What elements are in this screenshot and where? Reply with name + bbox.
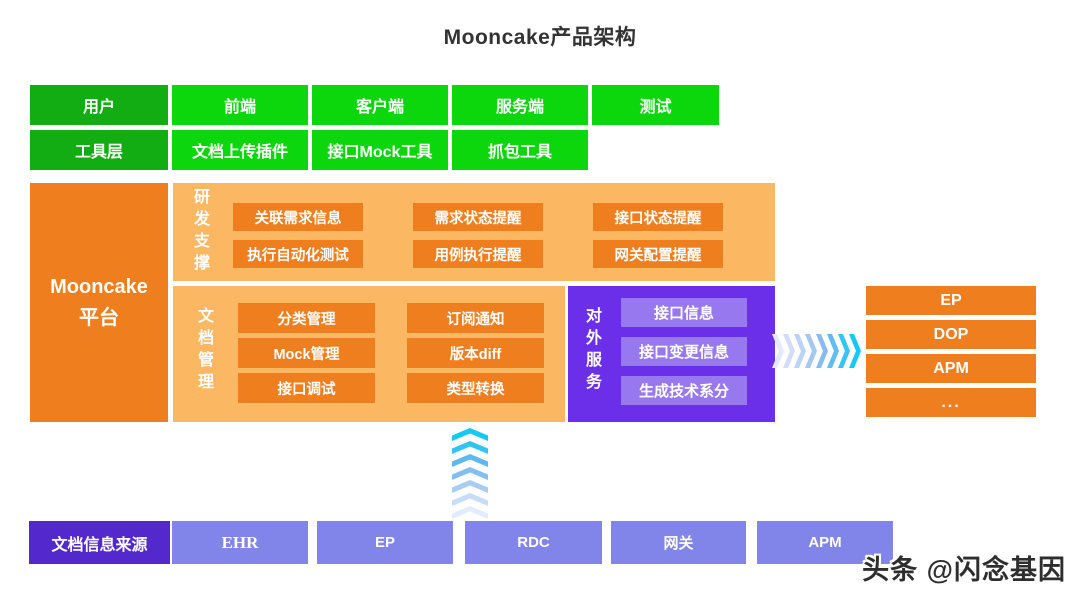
chevron-right-icon: [772, 334, 784, 368]
chevron-up-icon: [452, 428, 488, 441]
user-layer-label: 用户: [30, 85, 168, 125]
platform-block: Mooncake 平台: [30, 183, 168, 422]
chevron-right-icon: [849, 334, 861, 368]
user-item-test: 测试: [592, 85, 719, 125]
user-item-server: 服务端: [452, 85, 588, 125]
doc-manage-item: 分类管理: [238, 303, 375, 333]
user-item-frontend: 前端: [172, 85, 308, 125]
dev-support-item: 需求状态提醒: [413, 203, 543, 231]
doc-manage-item: 接口调试: [238, 373, 375, 403]
flow-arrow-right: [772, 333, 866, 369]
source-ehr: EHR: [172, 521, 308, 564]
external-service-panel: 对外服务 接口信息 接口变更信息 生成技术系分: [568, 286, 775, 422]
chevron-right-icon: [827, 334, 839, 368]
chevron-up-icon: [452, 506, 488, 519]
tool-item-mock-tool: 接口Mock工具: [312, 130, 448, 170]
source-apm: APM: [757, 521, 893, 564]
dev-support-item: 网关配置提醒: [593, 240, 723, 268]
chevron-up-icon: [452, 480, 488, 493]
doc-manage-item: Mock管理: [238, 338, 375, 368]
tools-layer-label: 工具层: [30, 130, 168, 170]
chevron-up-icon: [452, 493, 488, 506]
dev-support-label: 研发支撑: [191, 188, 208, 276]
chevron-up-icon: [452, 467, 488, 480]
consumer-more: ...: [866, 388, 1036, 417]
external-service-item: 接口信息: [621, 298, 747, 327]
dev-support-item: 关联需求信息: [233, 203, 363, 231]
platform-name: Mooncake: [50, 275, 148, 298]
chevron-right-icon: [805, 334, 817, 368]
dev-support-item: 用例执行提醒: [413, 240, 543, 268]
consumer-apm: APM: [866, 354, 1036, 383]
source-rdc: RDC: [465, 521, 602, 564]
flow-arrow-up: [452, 428, 488, 520]
watermark: 头条 @闪念基因: [862, 555, 1066, 585]
consumer-ep: EP: [866, 286, 1036, 315]
platform-name-cn: 平台: [79, 306, 119, 329]
chevron-up-icon: [452, 441, 488, 454]
doc-manage-label: 文档管理: [195, 307, 212, 395]
doc-sources-label: 文档信息来源: [29, 521, 170, 564]
dev-support-item: 执行自动化测试: [233, 240, 363, 268]
consumer-dop: DOP: [866, 320, 1036, 349]
user-item-client: 客户端: [312, 85, 448, 125]
source-gateway: 网关: [611, 521, 746, 564]
external-service-item: 生成技术系分: [621, 376, 747, 405]
chevron-right-icon: [838, 334, 850, 368]
dev-support-item: 接口状态提醒: [593, 203, 723, 231]
chevron-right-icon: [794, 334, 806, 368]
page-title: Mooncake产品架构: [443, 26, 637, 49]
external-service-item: 接口变更信息: [621, 337, 747, 366]
doc-manage-item: 订阅通知: [407, 303, 544, 333]
external-service-label: 对外服务: [583, 307, 600, 395]
tool-item-upload-plugin: 文档上传插件: [172, 130, 308, 170]
dev-support-panel: 研发支撑 关联需求信息 需求状态提醒 接口状态提醒 执行自动化测试 用例执行提醒…: [173, 183, 775, 281]
chevron-right-icon: [783, 334, 795, 368]
chevron-right-icon: [816, 334, 828, 368]
doc-manage-panel: 文档管理 分类管理 订阅通知 Mock管理 版本diff 接口调试 类型转换: [173, 286, 565, 422]
doc-manage-item: 版本diff: [407, 338, 544, 368]
chevron-up-icon: [452, 454, 488, 467]
source-ep: EP: [317, 521, 453, 564]
tool-item-capture-tool: 抓包工具: [452, 130, 588, 170]
doc-manage-item: 类型转换: [407, 373, 544, 403]
